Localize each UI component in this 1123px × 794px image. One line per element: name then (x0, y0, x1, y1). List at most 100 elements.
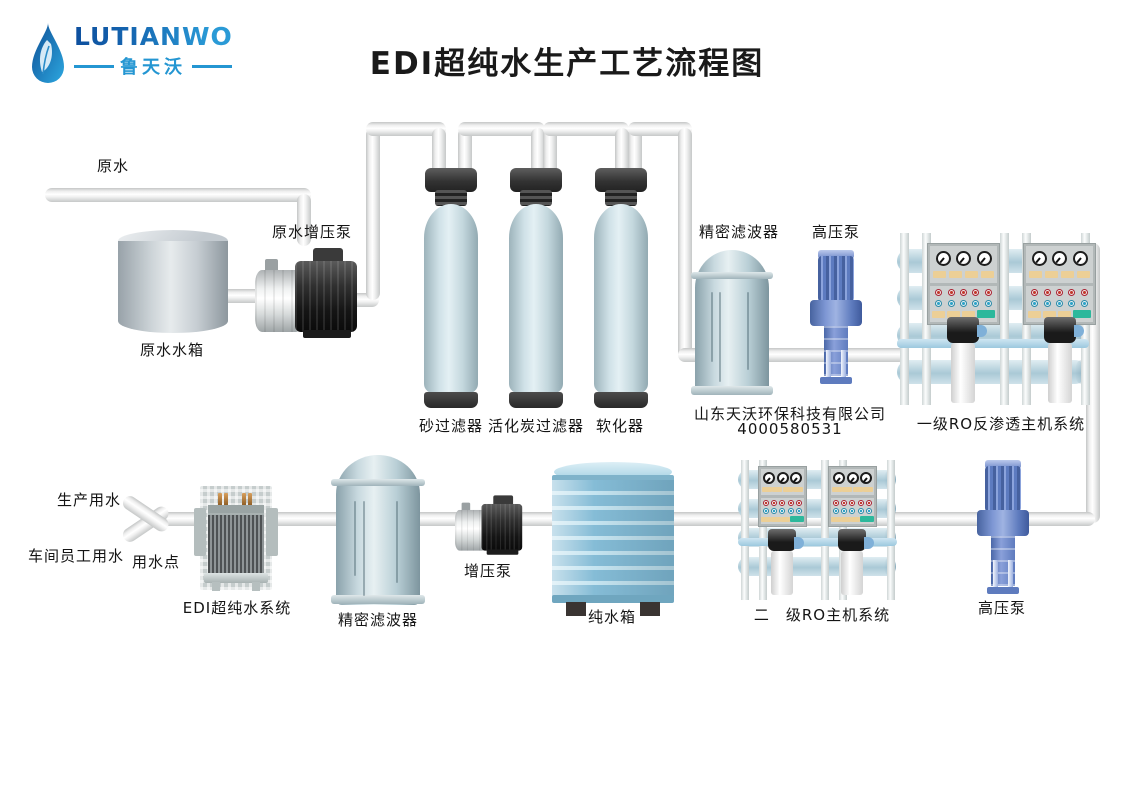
ro-frame-post (741, 460, 749, 600)
label-precision-filter-top: 精密滤波器 (698, 223, 780, 241)
pure-water-tank (552, 462, 674, 618)
pump-collar (977, 510, 1029, 536)
pipe-arch-4-down (678, 128, 692, 360)
vessel-neck (520, 190, 552, 206)
edi-cell-stack (208, 513, 264, 576)
vessel-flange-top (331, 479, 425, 486)
high-pressure-pump-top (810, 250, 862, 384)
pressure-gauges (1026, 250, 1093, 266)
label-pure-water-tank: 纯水箱 (587, 608, 637, 626)
label-edi-system: EDI超纯水系统 (182, 599, 292, 617)
edi-tray (204, 573, 268, 583)
panel-indicator-section (1026, 285, 1093, 322)
water-drop-icon (32, 23, 64, 83)
label-softener: 软化器 (595, 417, 645, 435)
brand-dash-right (192, 64, 232, 68)
panel-gauge-section (761, 469, 804, 495)
vessel-seam (354, 501, 356, 576)
panel-gauge-section (831, 469, 874, 495)
label-workshop-staff-water: 车间员工用水 (27, 547, 125, 565)
pipe-arch-2 (458, 122, 545, 136)
ro-control-panel (828, 466, 877, 527)
pump-inlet-nub (461, 502, 471, 512)
page-title: EDI超纯水生产工艺流程图 (369, 46, 765, 82)
ro-frame-post (821, 460, 829, 600)
vessel-base (424, 392, 478, 408)
booster-pump-bottom (455, 494, 523, 555)
edi-electrode (242, 493, 246, 506)
logo: LUTIANWO 鲁天沃 (30, 22, 233, 90)
edi-bracket-left (194, 508, 206, 556)
pump-cap (818, 250, 854, 259)
pump-base (820, 377, 852, 384)
pressure-gauges (930, 250, 997, 266)
pump-finned-head (985, 466, 1021, 512)
softener-vessel (594, 168, 648, 410)
brand-dash-left (74, 64, 114, 68)
sand-filter-vessel (424, 168, 478, 410)
indicator-lights-cyan (1026, 299, 1093, 307)
ro-system-stage1 (893, 233, 1097, 405)
panel-switches (761, 487, 804, 492)
indicator-lights-red (1026, 289, 1093, 297)
edi-electrode (248, 493, 252, 506)
edi-leg (252, 582, 260, 591)
edi-leg (212, 582, 220, 591)
vessel-cap (510, 168, 562, 192)
pump-leg (841, 350, 846, 378)
pump-leg (1008, 560, 1013, 588)
vessel-base (509, 392, 563, 408)
pipe-arch-3-down (615, 128, 629, 180)
label-precision-filter-bottom: 精密滤波器 (337, 611, 419, 629)
pipe-arch-2-up (458, 128, 472, 180)
pipe-arch-1-down (432, 128, 446, 180)
indicator-lights-cyan (831, 508, 874, 514)
ro-control-panel (927, 243, 1000, 325)
label-raw-water-tank: 原水水箱 (139, 341, 205, 359)
vessel-seam (711, 292, 713, 362)
ro-pump-motor (768, 529, 804, 551)
label-booster-pump-bottom: 增压泵 (463, 562, 513, 580)
pipe-arch-4-up (628, 128, 642, 180)
label-raw-water-booster-pump: 原水增压泵 (271, 223, 353, 241)
pipe-riser (366, 128, 380, 300)
pump-inlet-nub (265, 259, 278, 272)
activated-carbon-filter-vessel (509, 168, 563, 410)
pipe-arch-4 (628, 122, 692, 136)
label-high-pressure-pump-bottom: 高压泵 (977, 599, 1027, 617)
pump-motor (295, 261, 357, 332)
ro-pump-column (841, 551, 863, 595)
pump-leg (826, 350, 831, 378)
vessel-flange-bottom (691, 386, 773, 395)
pump-foot (486, 549, 519, 555)
company-name: 山东天沃环保科技有限公司 (693, 405, 887, 423)
vessel-cap (425, 168, 477, 192)
tank-body (552, 480, 674, 598)
company-phone: 4000580531 (737, 420, 843, 438)
vessel-seam (719, 292, 721, 382)
label-activated-carbon-filter: 活化炭过滤器 (487, 417, 585, 435)
indicator-lights-red (831, 500, 874, 506)
edi-bracket-right (266, 508, 278, 556)
vessel-seam (396, 501, 398, 583)
vessel-flange-bottom (331, 595, 425, 604)
pipe-raw-down (297, 194, 311, 246)
vessel-flange-top (691, 272, 773, 279)
pipe-raw-inlet (45, 188, 311, 202)
brand-name: LUTIANWO (74, 22, 233, 51)
ro-control-panel (758, 466, 807, 527)
pump-foot (303, 330, 351, 338)
precision-filter-top (691, 250, 773, 395)
tank-foot (566, 602, 586, 616)
ro-frame-post (922, 233, 931, 405)
panel-buttons (831, 516, 874, 522)
indicator-lights-red (930, 289, 997, 297)
label-production-water: 生产用水 (56, 491, 122, 509)
pressure-gauges (761, 472, 804, 484)
ro-frame-post (887, 460, 895, 600)
panel-switches (831, 487, 874, 492)
precision-filter-bottom (331, 455, 425, 605)
ro-pump-motor (947, 317, 987, 343)
label-ro-stage1: 一级RO反渗透主机系统 (916, 415, 1086, 433)
